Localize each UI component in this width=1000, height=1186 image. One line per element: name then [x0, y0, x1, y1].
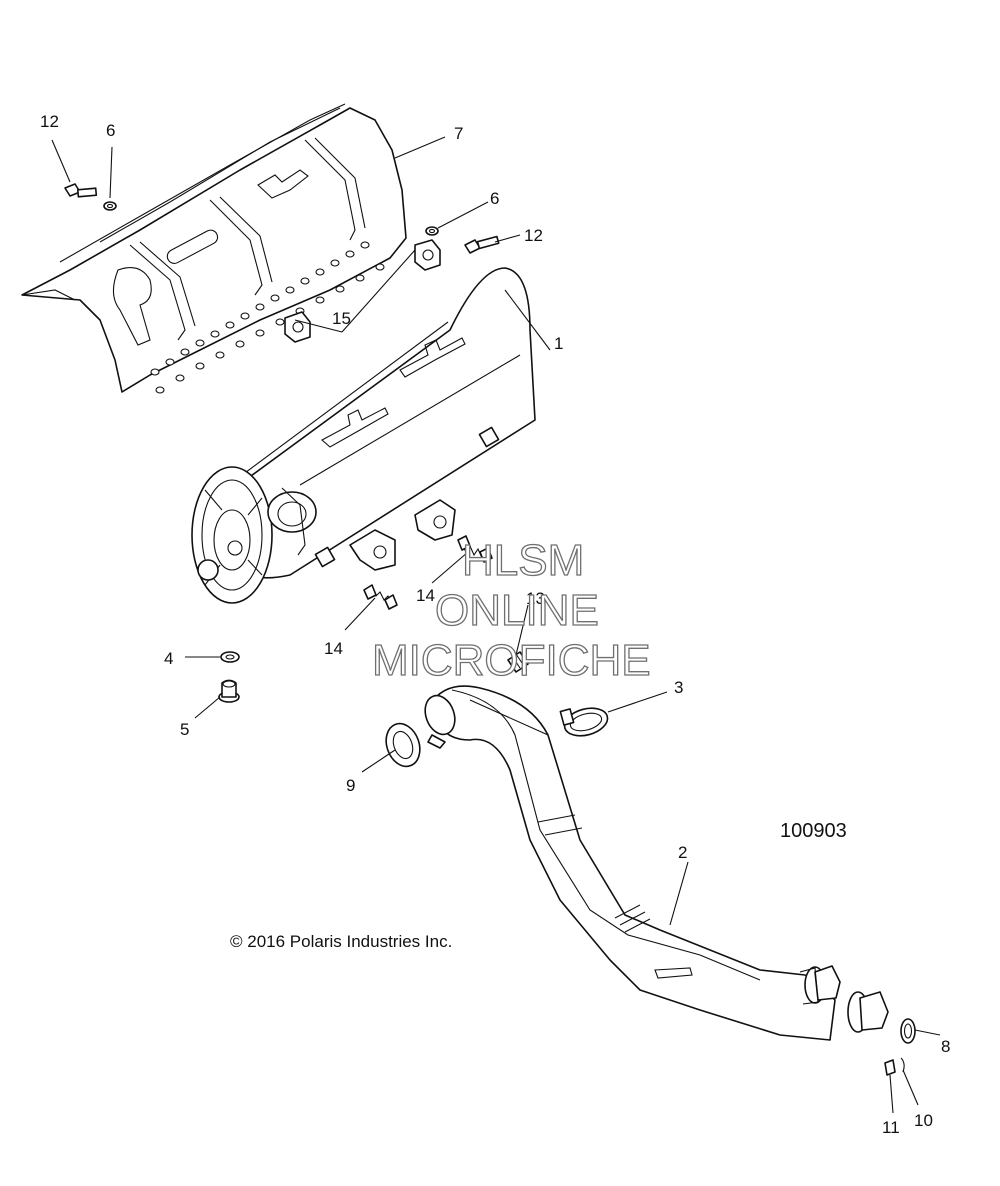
callout-15: 15 [332, 309, 351, 328]
gasket-part-9 [385, 722, 421, 768]
callout-11: 11 [882, 1118, 900, 1137]
grommet-part-15 [284, 239, 441, 343]
callout-12-right: 12 [524, 226, 543, 245]
leader-lines [51, 136, 941, 1114]
callout-12-left: 12 [40, 112, 59, 131]
washer-part-4 [220, 651, 240, 663]
callout-5: 5 [180, 720, 189, 739]
washer-part-6-right [425, 226, 439, 236]
washer-part-10 [900, 1057, 905, 1073]
washer-part-6-left [103, 201, 117, 211]
bolt-part-12-left [64, 183, 98, 198]
callout-13: 13 [526, 589, 545, 608]
clamp-part-3 [559, 707, 609, 737]
copyright-notice: © 2016 Polaris Industries Inc. [230, 932, 452, 951]
callout-3: 3 [674, 678, 683, 697]
bolt-part-12-right [464, 235, 500, 254]
watermark-line-1: HLSM [462, 536, 584, 585]
callout-14-left: 14 [324, 639, 343, 658]
watermark-line-2: ONLINE [435, 586, 599, 635]
stud-part-5 [218, 679, 240, 703]
callout-labels: 12 6 7 6 12 15 1 14 13 14 4 3 5 9 2 8 10… [40, 112, 950, 1137]
nut-part-11 [884, 1059, 896, 1076]
head-pipe-part-2 [424, 685, 889, 1041]
spring-part-14-left [363, 584, 398, 610]
callout-6-right: 6 [490, 189, 499, 208]
callout-6-left: 6 [106, 121, 115, 140]
callout-7: 7 [454, 124, 463, 143]
gasket-part-8 [900, 1018, 916, 1044]
heat-shield-part-7 [21, 103, 407, 394]
reference-number: 100903 [780, 820, 847, 842]
watermark-line-3: MICROFICHE [372, 636, 651, 685]
callout-10: 10 [914, 1111, 933, 1130]
callout-4: 4 [164, 649, 173, 668]
watermark: HLSM ONLINE MICROFICHE [371, 535, 651, 685]
callout-1: 1 [554, 334, 563, 353]
callout-2: 2 [678, 843, 687, 862]
callout-9: 9 [346, 776, 355, 795]
callout-14-right: 14 [416, 586, 435, 605]
callout-8: 8 [941, 1037, 950, 1056]
muffler-part-1 [191, 267, 536, 604]
spring-part-14-right [457, 535, 493, 563]
